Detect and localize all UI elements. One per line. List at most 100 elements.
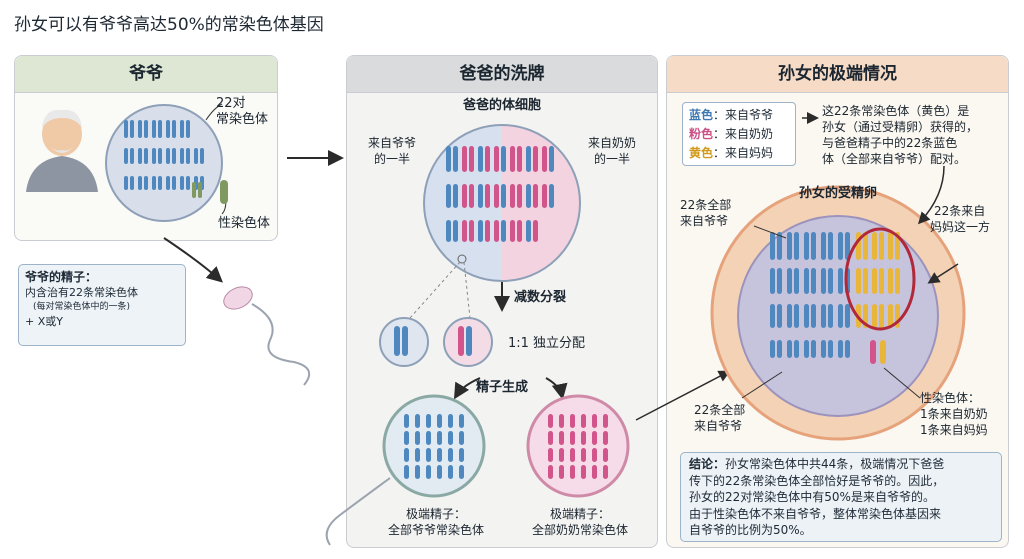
chromosome [166, 148, 170, 164]
conclusion-line-1: 结论：孙女常染色体中共44条，极端情况下爸爸 [689, 456, 993, 473]
chromosome [872, 268, 877, 294]
egg-title: 孙女的受精卵 [798, 186, 877, 201]
chromosome [138, 120, 142, 138]
granddaughter-panel-header: 孙女的极端情况 [667, 56, 1008, 93]
chromosome [548, 414, 553, 428]
chromosome [845, 232, 850, 260]
chromosome [194, 148, 198, 164]
conclusion-line-3: 孙女的22对常染色体中有50%是来自爷爷的。 [689, 490, 935, 504]
chromosome [794, 340, 799, 358]
small-cell-chromosomes [394, 326, 472, 356]
chromosome [533, 220, 538, 242]
zoom-line-left [409, 261, 461, 319]
chromosome [821, 340, 826, 358]
chromosome [870, 340, 876, 364]
chromosome [166, 176, 170, 190]
chromosome [138, 176, 142, 190]
chromosome [794, 268, 799, 294]
chromosome [549, 184, 554, 208]
chromosome [559, 448, 564, 462]
chromosome [821, 232, 826, 260]
chromosome [459, 414, 464, 428]
chromosome [172, 120, 176, 138]
chromosome [404, 448, 409, 462]
chromosome [180, 148, 184, 164]
chromosome [603, 414, 608, 428]
arrow-sperm-right [545, 377, 568, 400]
chromosome [501, 146, 506, 172]
chromosome [478, 146, 483, 172]
note-line-1: 这22条常染色体（黄色）是 [822, 104, 970, 118]
egg-bottom-label-1: 22条全部 [694, 403, 746, 417]
conclusion-line-5: 自爷爷的比例为50%。 [689, 523, 812, 537]
chromosome [158, 176, 162, 190]
egg-chromosomes [770, 232, 900, 364]
chromosome [895, 268, 900, 294]
chromosome [130, 148, 134, 164]
chromosome [770, 232, 775, 260]
chromosome [828, 340, 833, 358]
left-half-label-1: 来自爷爷 [367, 136, 416, 150]
chromosome [821, 304, 826, 328]
chromosome [787, 232, 792, 260]
chromosome [494, 184, 499, 208]
autosome-label-1: 22对 [216, 96, 246, 111]
sperm-note-line-2: 内含治有22条常染色体 [25, 286, 138, 299]
extreme-left-label-1: 极端精子： [405, 507, 466, 521]
chromosome [458, 326, 464, 356]
arrow-sperm-left [453, 377, 481, 400]
chromosome [863, 268, 868, 294]
father-cell-title: 爸爸的体细胞 [462, 98, 541, 113]
grandpa-avatar [26, 109, 98, 192]
legend-pink-word: 粉色 [689, 127, 714, 141]
grandpa-panel-header: 爷爷 [15, 56, 277, 93]
chromosome [124, 148, 128, 164]
chromosome [459, 448, 464, 462]
chromosome [437, 448, 442, 462]
chromosome [542, 184, 547, 208]
chromosome [469, 146, 474, 172]
chromosome [501, 220, 506, 242]
legend-blue-word: 蓝色 [689, 108, 714, 122]
chromosome [517, 146, 522, 172]
chromosome [485, 220, 490, 242]
chromosome [804, 268, 809, 294]
chromosome [510, 220, 515, 242]
chromosome [448, 414, 453, 428]
chromosome [394, 326, 400, 356]
legend-yellow-text: ：来自妈妈 [713, 146, 774, 160]
chromosome [863, 232, 868, 260]
chromosome [794, 232, 799, 260]
chromosome [828, 268, 833, 294]
autosome-leader-line [205, 103, 223, 121]
chromosome [186, 120, 190, 138]
chromosome [592, 448, 597, 462]
extreme-right-label-2: 全部奶奶常染色体 [531, 523, 628, 537]
chromosome [581, 465, 586, 479]
note-line-2: 孙女（通过受精卵）获得的， [822, 120, 979, 134]
note-arrow [917, 165, 945, 225]
chromosome [581, 448, 586, 462]
legend-blue: 蓝色：来自爷爷 [689, 106, 789, 125]
chromosome [777, 268, 782, 294]
chromosome [559, 465, 564, 479]
chromosome [770, 268, 775, 294]
note-line-4: 体（全部来自爷爷）配对。 [822, 152, 967, 166]
chromosome [770, 340, 775, 358]
egg-bottom-label-2: 来自爷爷 [694, 419, 743, 433]
egg-sex-label-3: 1条来自妈妈 [920, 423, 988, 437]
chromosome [526, 184, 531, 208]
chromosome [426, 431, 431, 445]
chromosome [828, 304, 833, 328]
chromosome [777, 304, 782, 328]
left-leader [753, 225, 787, 239]
sperm-note-line-4: + X或Y [25, 315, 63, 328]
chromosome [462, 220, 467, 242]
chromosome [448, 431, 453, 445]
chromosome [811, 268, 816, 294]
chromosome [192, 182, 196, 198]
chromosome [198, 182, 202, 198]
chromosome [172, 148, 176, 164]
chromosome [186, 148, 190, 164]
